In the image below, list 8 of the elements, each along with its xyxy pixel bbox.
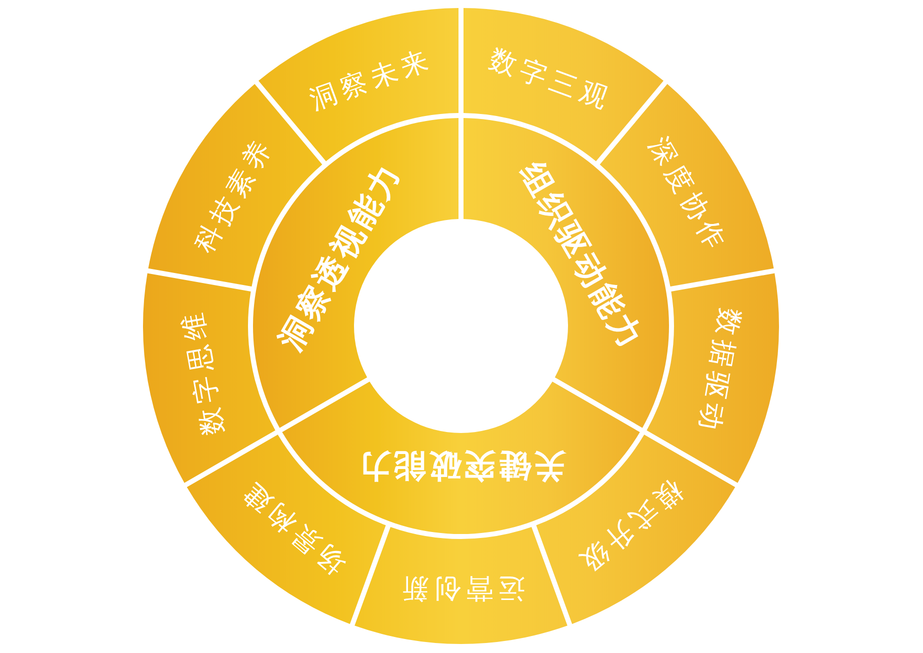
segment-label: 洞察未来: [306, 45, 436, 114]
segment-label: 运营创新: [397, 574, 525, 602]
segment-label: 数字三观: [486, 45, 616, 114]
segment-label: 数字思维: [178, 306, 228, 437]
segment-label: 关键突破能力: [356, 450, 566, 482]
segment-label: 模式升级: [572, 475, 688, 578]
segment-label: 数据驱动: [694, 306, 744, 437]
segment-label: 场景构建: [234, 475, 350, 578]
